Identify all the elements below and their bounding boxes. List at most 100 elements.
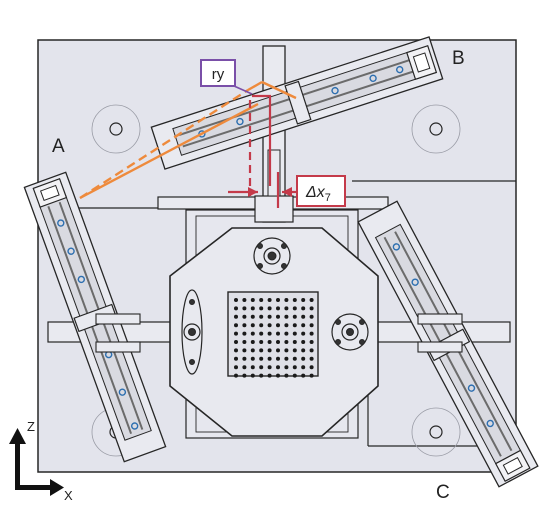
- label-c: C: [436, 482, 450, 503]
- grid-hole: [301, 373, 306, 378]
- grid-hole: [234, 306, 238, 311]
- grid-hole: [301, 340, 306, 344]
- grid-hole: [267, 340, 272, 344]
- grid-hole: [309, 331, 314, 336]
- grid-hole: [234, 340, 238, 344]
- grid-hole: [301, 323, 306, 328]
- grid-hole: [301, 348, 306, 353]
- grid-hole: [284, 340, 289, 344]
- grid-hole: [284, 323, 289, 328]
- grid-hole: [301, 306, 306, 311]
- dx7-label-box: Δx7: [296, 175, 346, 207]
- grid-hole: [234, 323, 238, 328]
- grid-hole: [292, 365, 297, 370]
- grid-hole: [234, 365, 238, 370]
- grid-hole: [292, 314, 297, 319]
- grid-hole: [267, 365, 272, 370]
- grid-hole: [309, 356, 314, 361]
- grid-hole: [250, 340, 255, 344]
- grid-hole: [292, 331, 297, 336]
- label-a: A: [52, 136, 65, 157]
- grid-hole: [276, 323, 280, 328]
- grid-hole: [242, 373, 247, 378]
- grid-hole: [276, 331, 280, 336]
- grid-hole: [292, 348, 297, 353]
- grid-hole: [267, 314, 272, 319]
- grid-hole: [259, 348, 264, 353]
- grid-hole: [276, 356, 280, 361]
- grid-hole: [250, 348, 255, 353]
- grid-hole: [276, 348, 280, 353]
- grid-hole: [309, 348, 314, 353]
- grid-hole: [301, 314, 306, 319]
- grid-hole: [242, 331, 247, 336]
- grid-hole: [242, 356, 247, 361]
- grid-hole: [234, 348, 238, 353]
- label-b: B: [452, 48, 465, 69]
- grid-hole: [250, 373, 255, 378]
- grid-hole: [292, 298, 297, 302]
- grid-hole: [309, 340, 314, 344]
- dx7-label-base: Δx: [305, 184, 326, 201]
- grid-hole: [242, 306, 247, 311]
- grid-hole: [309, 323, 314, 328]
- grid-hole: [250, 356, 255, 361]
- grid-hole: [292, 356, 297, 361]
- mounting-holes: [91, 104, 461, 457]
- grid-hole: [259, 314, 264, 319]
- grid-hole: [259, 373, 264, 378]
- grid-hole: [276, 314, 280, 319]
- grid-hole: [284, 348, 289, 353]
- grid-hole: [284, 306, 289, 311]
- grid-hole: [234, 331, 238, 336]
- grid-hole: [242, 323, 247, 328]
- grid-hole: [276, 373, 280, 378]
- grid-hole: [301, 365, 306, 370]
- grid-hole: [259, 298, 264, 302]
- axis-z-label: Z: [27, 419, 35, 434]
- grid-hole: [242, 298, 247, 302]
- grid-hole: [276, 340, 280, 344]
- grid-hole: [292, 340, 297, 344]
- grid-hole: [267, 348, 272, 353]
- grid-hole: [234, 314, 238, 319]
- grid-hole: [292, 323, 297, 328]
- grid-hole: [267, 331, 272, 336]
- grid-hole: [234, 356, 238, 361]
- grid-hole: [259, 365, 264, 370]
- grid-hole: [267, 373, 272, 378]
- grid-hole: [309, 373, 314, 378]
- hole-grid: [234, 298, 314, 378]
- dx7-label-sub: 7: [325, 192, 331, 204]
- grid-hole: [292, 306, 297, 311]
- grid-hole: [250, 323, 255, 328]
- grid-hole: [301, 356, 306, 361]
- grid-hole: [309, 306, 314, 311]
- grid-hole: [234, 373, 238, 378]
- rotation-lines: [79, 80, 297, 200]
- grid-hole: [276, 306, 280, 311]
- top-bolt-cluster: [253, 237, 291, 275]
- grid-hole: [259, 356, 264, 361]
- grid-hole: [267, 356, 272, 361]
- grid-hole: [301, 298, 306, 302]
- grid-hole: [242, 348, 247, 353]
- actuator-a: [23, 171, 167, 463]
- grid-hole: [284, 314, 289, 319]
- grid-hole: [250, 298, 255, 302]
- grid-hole: [284, 365, 289, 370]
- grid-hole: [242, 314, 247, 319]
- grid-hole: [250, 331, 255, 336]
- grid-hole: [259, 331, 264, 336]
- grid-hole: [301, 331, 306, 336]
- svg-text:Δx7: Δx7: [305, 184, 331, 204]
- grid-hole: [284, 298, 289, 302]
- grid-hole: [267, 298, 272, 302]
- grid-hole: [250, 365, 255, 370]
- grid-hole: [250, 306, 255, 311]
- displacement-markers: [228, 85, 296, 208]
- grid-hole: [267, 306, 272, 311]
- grid-hole: [259, 323, 264, 328]
